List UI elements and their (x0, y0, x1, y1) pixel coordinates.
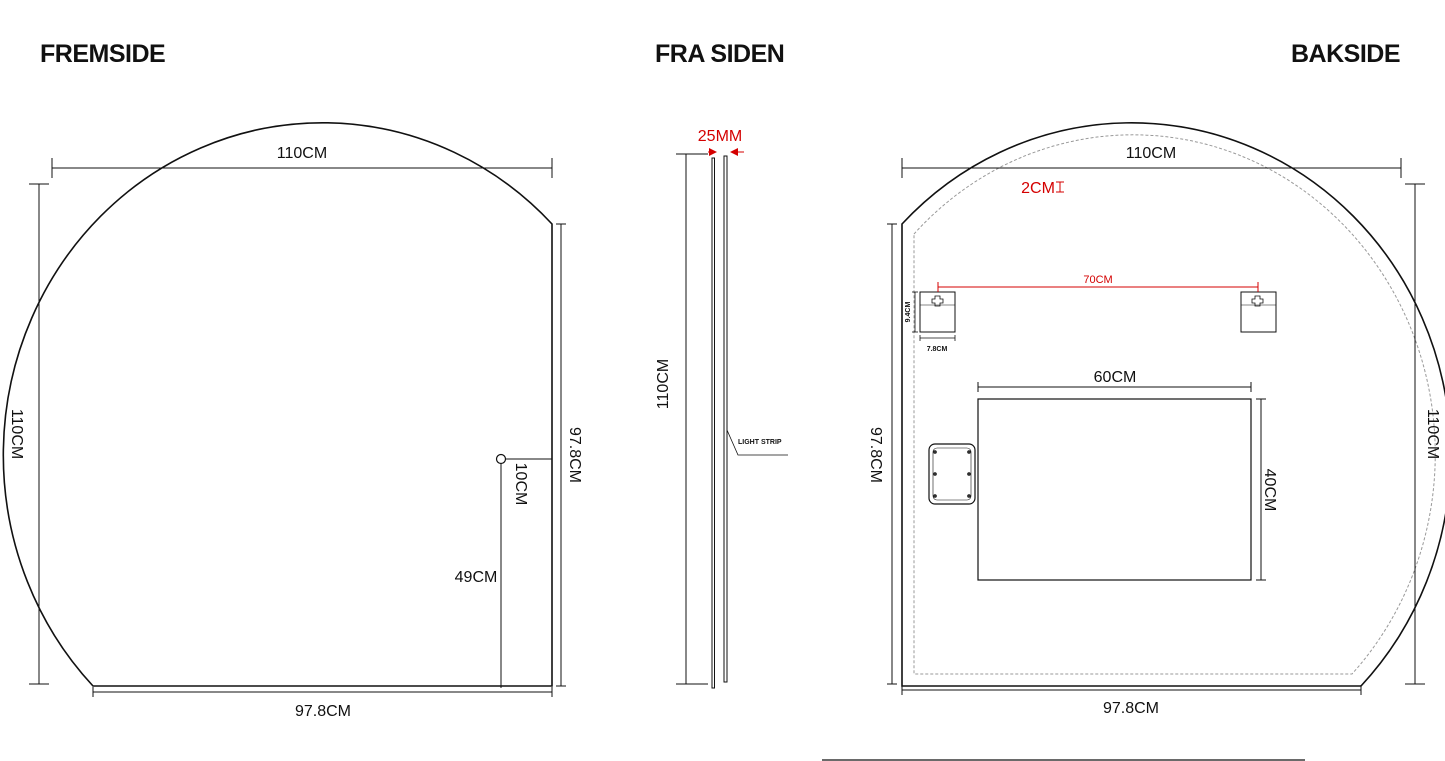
hook-spacing-dimension (937, 282, 1259, 292)
front-view-heading: FREMSIDE (40, 40, 166, 68)
edge-inset-label: 2CM (1021, 180, 1055, 197)
side-height-label: 110CM (655, 359, 672, 409)
back-left-dimension (887, 223, 897, 685)
back-bottom-width-label: 97.8CM (1103, 700, 1159, 717)
hook-spacing-label: 70CM (1083, 274, 1112, 286)
back-mirror-outline (901, 121, 1445, 687)
side-view (676, 148, 788, 689)
box-width-label: 60CM (1094, 369, 1137, 386)
back-view-heading: BAKSIDE (1290, 40, 1401, 68)
front-top-dimension (51, 158, 553, 178)
hanging-hook-right (1240, 291, 1277, 333)
electrical-box (977, 398, 1252, 581)
back-top-width-label: 110CM (1126, 145, 1176, 162)
box-height-label: 40CM (1261, 469, 1278, 512)
switch-plate (928, 443, 976, 505)
side-thickness-label: 25MM (698, 128, 742, 145)
light-strip-label: LIGHT STRIP (738, 439, 782, 446)
hook-width-label: 7.8CM (927, 346, 948, 353)
hook-height-dimension (912, 291, 918, 333)
side-profile-front (723, 155, 728, 683)
side-view-heading: FRA SIDEN (655, 40, 785, 68)
back-bottom-dimension (901, 685, 1362, 695)
front-top-width-label: 110CM (277, 145, 327, 162)
sensor-offset-label: 10CM (512, 463, 529, 506)
sensor-icon (495, 453, 507, 465)
hook-width-dimension (919, 335, 956, 341)
side-height-dimension (676, 153, 708, 685)
front-right-dimension (556, 223, 566, 687)
back-right-dimension (1405, 183, 1425, 685)
hook-height-label: 9.4CM (905, 302, 912, 323)
front-right-height-label: 97.8CM (566, 427, 583, 483)
front-mirror-outline (2, 121, 553, 687)
box-width-dimension (977, 382, 1252, 392)
hanging-hook-left (919, 291, 956, 333)
front-bottom-width-label: 97.8CM (295, 703, 351, 720)
front-bottom-dimension (92, 687, 553, 697)
back-right-height-label: 110CM (1424, 409, 1441, 459)
box-height-dimension (1256, 398, 1266, 581)
front-left-height-label: 110CM (8, 409, 25, 459)
light-strip-leader (726, 429, 788, 456)
front-view (2, 121, 566, 697)
side-profile-back (711, 157, 715, 689)
sensor-height-label: 49CM (455, 569, 498, 586)
back-view (822, 121, 1445, 761)
back-left-height-label: 97.8CM (867, 427, 884, 483)
back-top-dimension (901, 158, 1402, 178)
back-light-inset (913, 134, 1436, 675)
front-left-dimension (29, 183, 49, 685)
